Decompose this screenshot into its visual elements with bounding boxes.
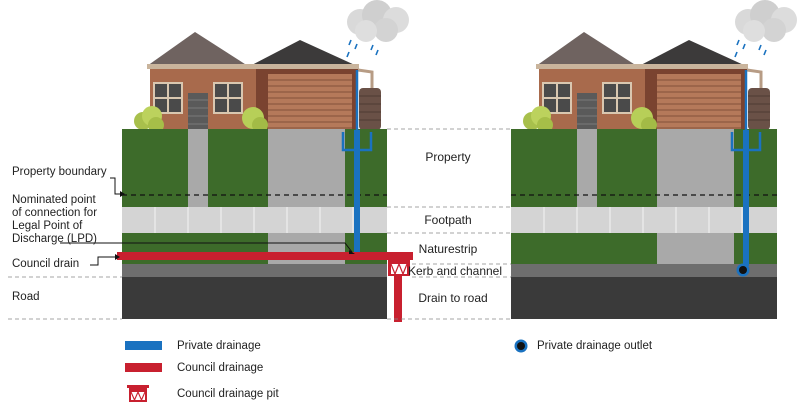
naturestrip-label: Naturestrip bbox=[418, 242, 478, 256]
legend-private-drainage: Private drainage bbox=[177, 340, 261, 352]
house-roof bbox=[147, 32, 248, 66]
nominated-point-label-line-2: of connection for bbox=[12, 207, 98, 219]
council-drainage-pit-swatch bbox=[127, 385, 149, 402]
path bbox=[188, 129, 208, 207]
guide-lines-middle bbox=[387, 128, 511, 320]
guide-lines-left bbox=[8, 276, 122, 320]
legend-council-drainage: Council drainage bbox=[177, 362, 264, 374]
kerb-strip bbox=[122, 264, 387, 277]
garage-roof bbox=[250, 40, 357, 66]
front-door bbox=[188, 93, 208, 131]
footpath-label: Footpath bbox=[424, 213, 472, 227]
nominated-point-label-line-3: Legal Point of bbox=[12, 220, 83, 232]
road-label: Road bbox=[12, 291, 40, 303]
road-surface bbox=[122, 277, 387, 319]
shrub-icon bbox=[523, 106, 553, 133]
window bbox=[602, 82, 632, 114]
council-drainage-pit-icon bbox=[386, 256, 412, 276]
window bbox=[542, 82, 572, 114]
left-scene bbox=[117, 0, 413, 322]
private-drainage-swatch bbox=[125, 341, 162, 350]
water-tank-icon bbox=[359, 88, 381, 130]
nominated-point-label-line-4: Discharge (LPD) bbox=[12, 233, 97, 245]
nominated-point-label-line-1: Nominated point bbox=[12, 194, 96, 206]
council-drainage-swatch bbox=[125, 363, 162, 372]
drain-to-road-label: Drain to road bbox=[418, 291, 488, 305]
right-scene bbox=[511, 0, 797, 319]
kerb-and-channel-label: Kerb and channel bbox=[407, 264, 503, 278]
window bbox=[213, 82, 243, 114]
property-boundary-label: Property boundary bbox=[12, 166, 107, 178]
water-tank-icon bbox=[748, 88, 770, 130]
council-drain-label: Council drain bbox=[12, 258, 80, 270]
property-label: Property bbox=[425, 150, 471, 164]
rain-cloud-icon bbox=[346, 0, 409, 58]
legend-private-drainage-outlet: Private drainage outlet bbox=[537, 340, 653, 352]
rain-cloud-icon bbox=[734, 0, 797, 58]
shrub-icon bbox=[134, 106, 164, 133]
private-drainage-outlet-icon bbox=[736, 263, 750, 277]
driveway bbox=[268, 129, 345, 207]
leader-lines bbox=[60, 177, 353, 266]
legend-council-drainage-pit: Council drainage pit bbox=[177, 388, 279, 400]
private-drainage-outlet-swatch bbox=[514, 339, 528, 353]
window bbox=[153, 82, 183, 114]
